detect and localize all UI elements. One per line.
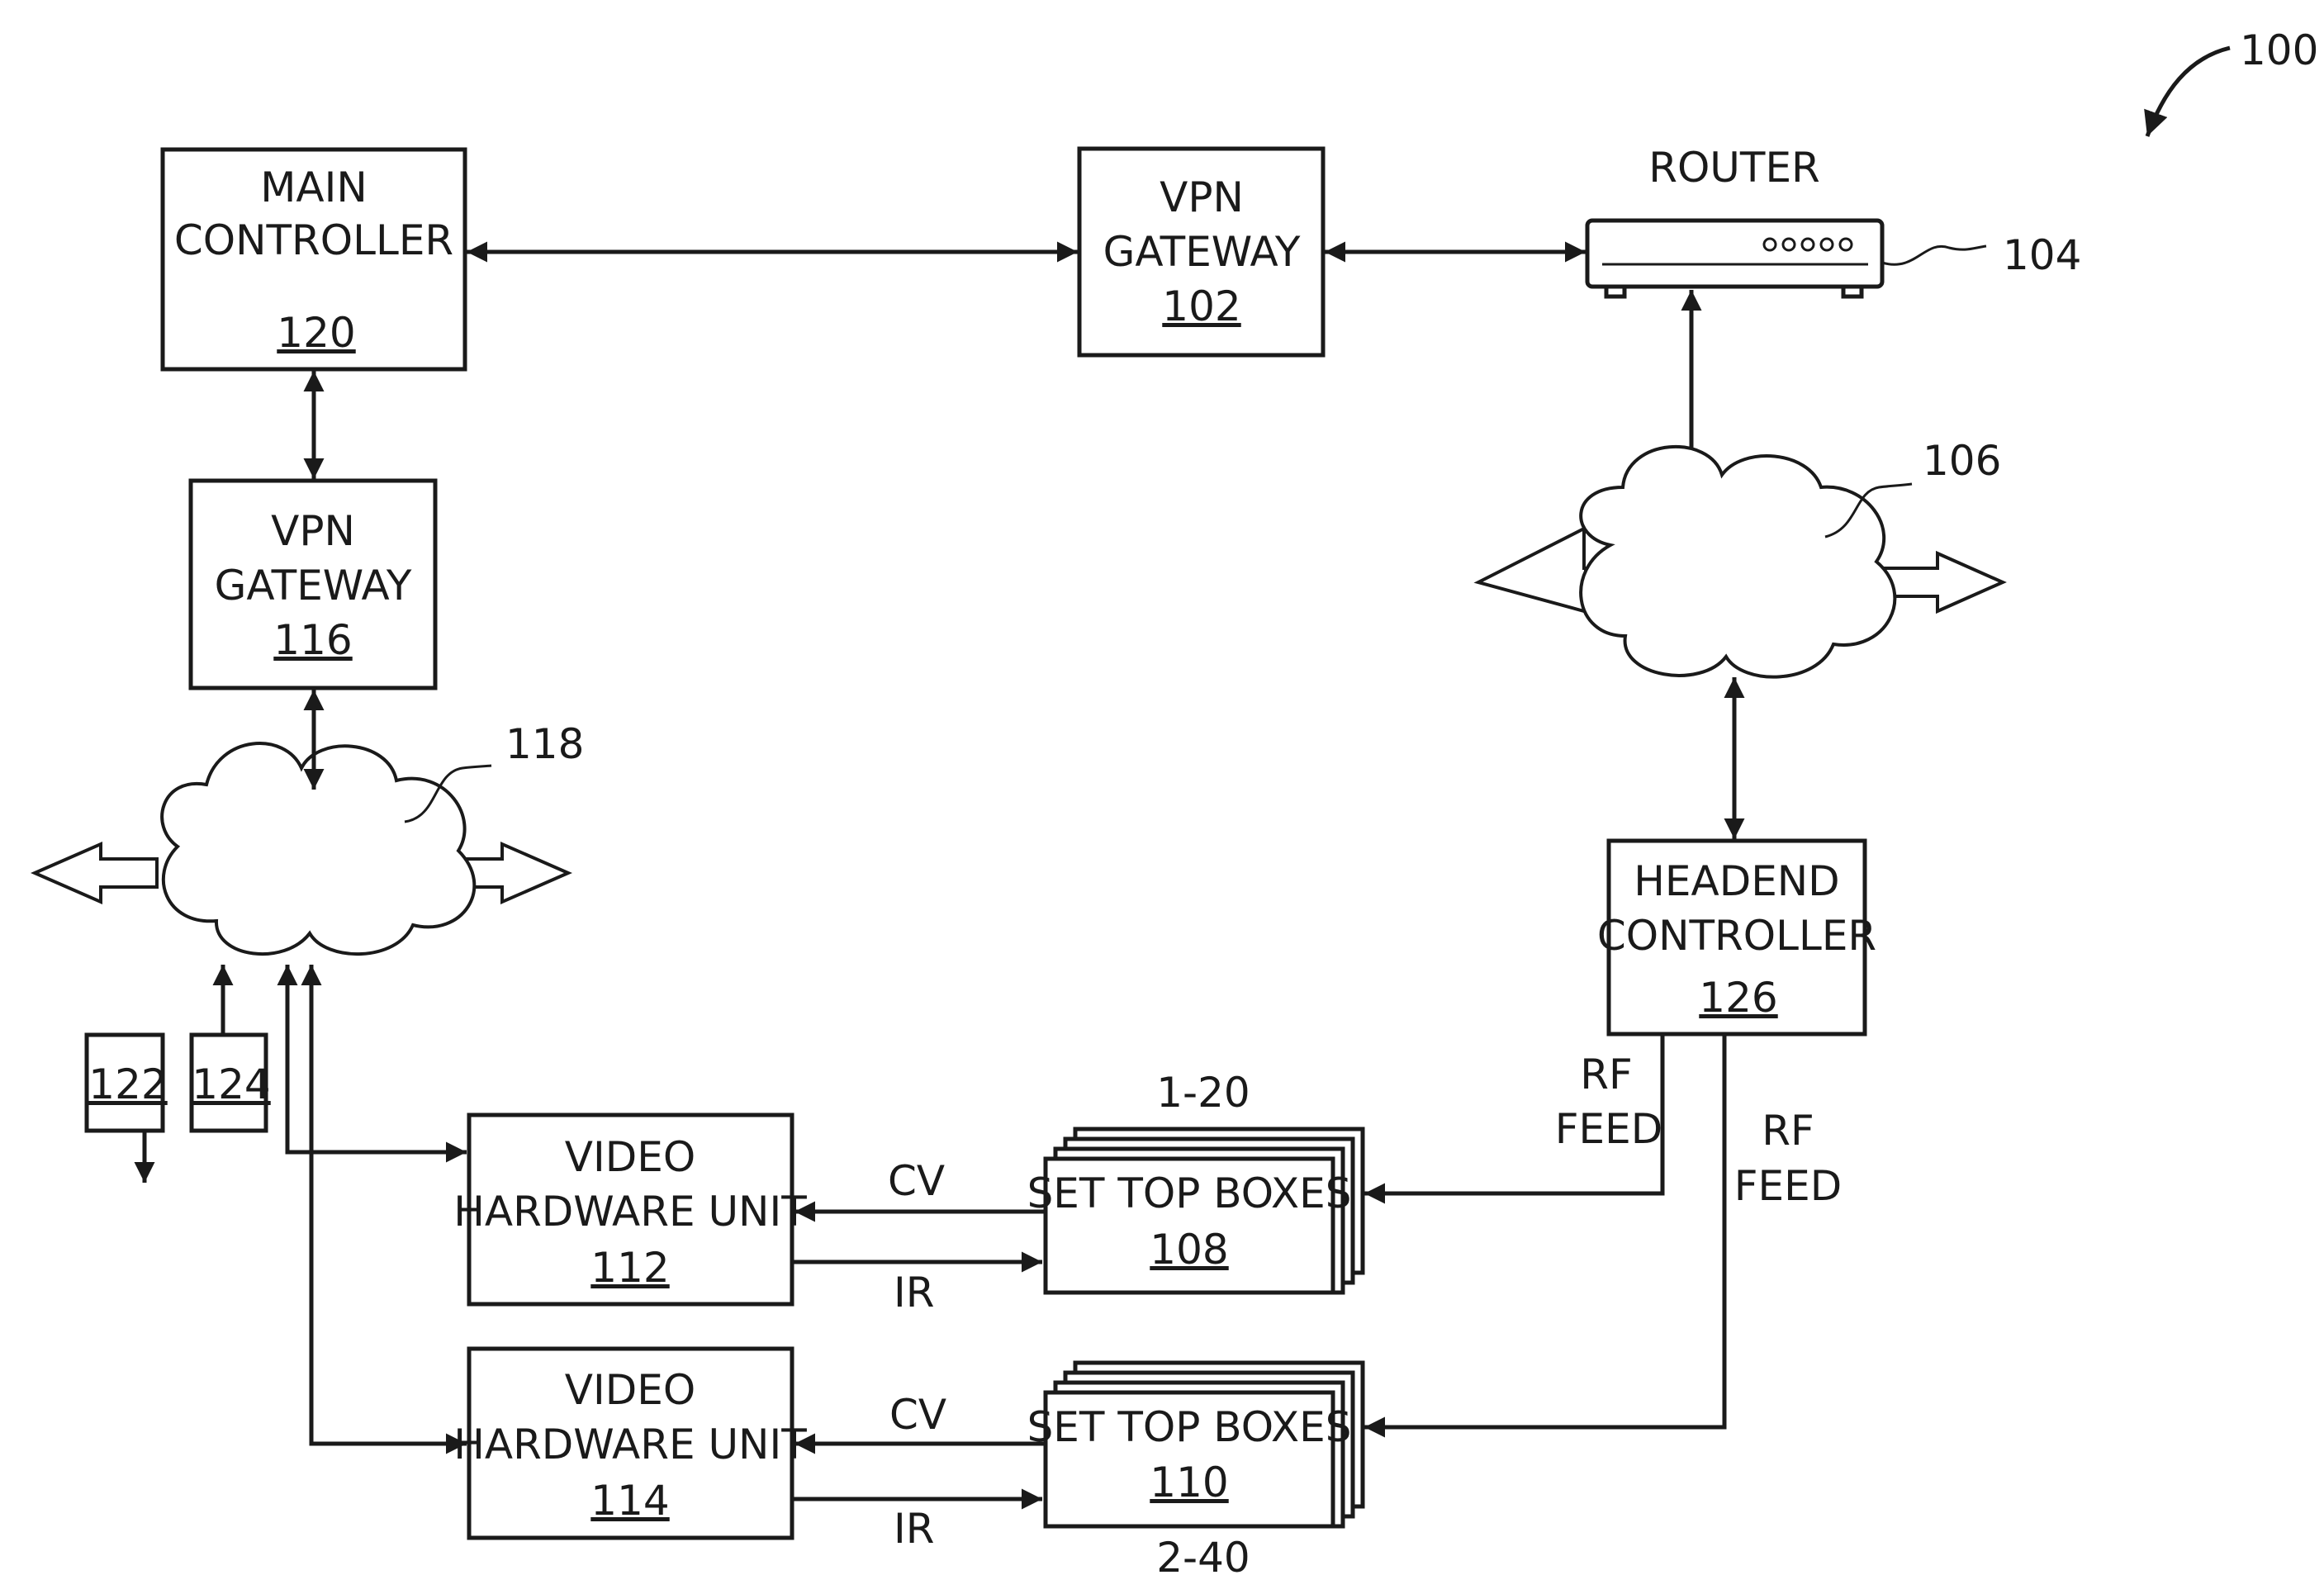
stb-108-ref: 108 <box>1150 1226 1228 1274</box>
rf-feed-108-line2: FEED <box>1555 1105 1662 1153</box>
video-hardware-unit-112-box: VIDEO HARDWARE UNIT 112 <box>453 1115 807 1304</box>
video-unit-112-line2: HARDWARE UNIT <box>453 1188 807 1236</box>
video-unit-114-ref: 114 <box>590 1477 669 1525</box>
stb-108-label: SET TOP BOXES <box>1027 1169 1352 1217</box>
headend-controller-ref: 126 <box>1699 974 1777 1022</box>
cv-label-112: CV <box>888 1157 945 1205</box>
cloud-106-icon: 106 <box>1478 437 2003 677</box>
vpn-gateway-102-ref: 102 <box>1162 282 1240 330</box>
main-controller-box: MAIN CONTROLLER 120 <box>163 149 465 369</box>
device-124-box: 124 <box>192 1035 271 1131</box>
stb-110-label: SET TOP BOXES <box>1027 1403 1352 1451</box>
main-controller-line1: MAIN <box>260 164 368 211</box>
device-122-box: 122 <box>87 1035 168 1131</box>
video-unit-112-line1: VIDEO <box>565 1133 695 1181</box>
set-top-boxes-110-stack: SET TOP BOXES 110 2-40 <box>1027 1363 1363 1582</box>
rf-feed-110-line2: FEED <box>1734 1162 1842 1210</box>
cv-label-114: CV <box>889 1391 946 1439</box>
headend-controller-line2: CONTROLLER <box>1597 912 1876 960</box>
device-124-ref: 124 <box>192 1060 270 1108</box>
set-top-boxes-108-stack: 1-20 SET TOP BOXES 108 <box>1027 1069 1363 1293</box>
vpn-gateway-116-line2: GATEWAY <box>215 562 412 610</box>
router-label: ROUTER <box>1648 144 1820 192</box>
ir-label-114: IR <box>894 1505 935 1553</box>
video-unit-112-ref: 112 <box>590 1244 669 1292</box>
rf-feed-108-line1: RF <box>1580 1051 1633 1098</box>
video-unit-114-line2: HARDWARE UNIT <box>453 1421 807 1468</box>
router-icon: ROUTER 104 <box>1587 144 2081 297</box>
vpn-gateway-102-line1: VPN <box>1160 173 1244 221</box>
main-controller-line2: CONTROLLER <box>174 216 453 264</box>
link-cloud118-video112 <box>287 965 467 1152</box>
headend-controller-line1: HEADEND <box>1634 857 1839 905</box>
rf-feed-to-110 <box>1364 1036 1724 1427</box>
figure-ref-label: 100 <box>2240 26 2318 74</box>
stb-110-range: 2-40 <box>1156 1534 1250 1582</box>
video-unit-114-line1: VIDEO <box>565 1366 695 1414</box>
stb-108-range: 1-20 <box>1156 1069 1250 1117</box>
cloud-118-ref: 118 <box>505 720 584 768</box>
cloud-118-icon: 118 <box>35 720 584 954</box>
stb-110-ref: 110 <box>1150 1459 1228 1506</box>
headend-controller-box: HEADEND CONTROLLER 126 <box>1597 841 1876 1034</box>
main-controller-ref: 120 <box>277 309 355 357</box>
vpn-gateway-116-box: VPN GATEWAY 116 <box>191 481 435 688</box>
cloud-106-ref: 106 <box>1923 437 2001 485</box>
rf-feed-110-line1: RF <box>1762 1107 1814 1155</box>
ir-label-112: IR <box>894 1269 935 1316</box>
vpn-gateway-102-line2: GATEWAY <box>1103 228 1301 276</box>
vpn-gateway-116-ref: 116 <box>273 616 352 664</box>
router-ref: 104 <box>2003 231 2081 279</box>
device-122-ref: 122 <box>88 1060 167 1108</box>
figure-ref-arrow <box>2147 48 2230 136</box>
video-hardware-unit-114-box: VIDEO HARDWARE UNIT 114 <box>453 1349 807 1538</box>
vpn-gateway-102-box: VPN GATEWAY 102 <box>1079 149 1323 355</box>
vpn-gateway-116-line1: VPN <box>271 507 355 555</box>
link-cloud118-video114 <box>311 965 467 1444</box>
